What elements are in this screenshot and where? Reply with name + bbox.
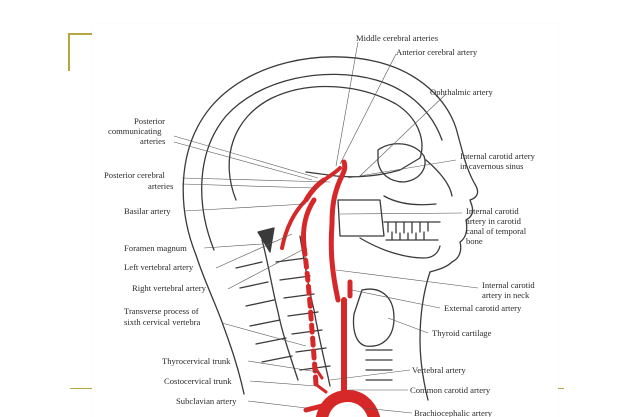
- label-internal-carotid-canal-1: Internal carotid: [466, 206, 519, 216]
- label-brachiocephalic: Brachiocephalic artery: [414, 408, 493, 417]
- label-anterior-cerebral: Anterior cerebral artery: [396, 47, 478, 57]
- label-thyroid-cartilage: Thyroid cartilage: [432, 328, 492, 338]
- label-external-carotid: External carotid artery: [444, 303, 522, 313]
- label-right-vertebral: Right vertebral artery: [132, 283, 207, 293]
- label-thyrocervical: Thyrocervical trunk: [162, 356, 231, 366]
- label-internal-carotid-canal-4: bone: [466, 236, 483, 246]
- label-posterior-communicating-1: Posterior: [134, 116, 165, 126]
- artery-tree: [280, 159, 380, 417]
- label-subclavian: Subclavian artery: [176, 396, 237, 406]
- label-posterior-cerebral-2: arteries: [148, 181, 174, 191]
- label-transverse-process-2: sixth cervical vertebra: [124, 317, 201, 327]
- label-vertebral: Vertebral artery: [412, 365, 466, 375]
- label-internal-carotid-canal-3: canal of temporal: [466, 226, 527, 236]
- label-left-vertebral: Left vertebral artery: [124, 262, 194, 272]
- label-transverse-process-1: Transverse process of: [124, 306, 199, 316]
- head-outline: [182, 56, 479, 401]
- label-posterior-communicating-3: arteries: [140, 136, 166, 146]
- frame-top-left-horizontal: [68, 33, 92, 35]
- label-basilar: Basilar artery: [124, 206, 171, 216]
- illustration-plate: [92, 24, 558, 417]
- frame-top-left-vertical: [68, 33, 70, 71]
- label-ophthalmic: Ophthalmic artery: [430, 87, 493, 97]
- frame-bottom-left-horizontal: [70, 388, 92, 389]
- label-posterior-cerebral-1: Posterior cerebral: [104, 170, 165, 180]
- label-posterior-communicating-2: communicating: [108, 126, 162, 136]
- label-costocervical: Costocervical trunk: [164, 376, 232, 386]
- label-internal-carotid-neck-1: Internal carotid: [482, 280, 535, 290]
- leader-lines: [173, 41, 479, 414]
- frame-bottom-right-horizontal: [558, 388, 564, 389]
- label-internal-carotid-canal-2: artery in carotid: [466, 216, 522, 226]
- label-foramen-magnum: Foramen magnum: [124, 243, 187, 253]
- label-internal-carotid-cavernous-1: Internal carotid artery: [460, 151, 536, 161]
- label-internal-carotid-cavernous-2: in cavernous sinus: [460, 161, 524, 171]
- labels: Middle cerebral arteries Anterior cerebr…: [104, 33, 536, 417]
- label-common-carotid: Common carotid artery: [410, 385, 491, 395]
- label-middle-cerebral: Middle cerebral arteries: [356, 33, 439, 43]
- label-internal-carotid-neck-2: artery in neck: [482, 290, 530, 300]
